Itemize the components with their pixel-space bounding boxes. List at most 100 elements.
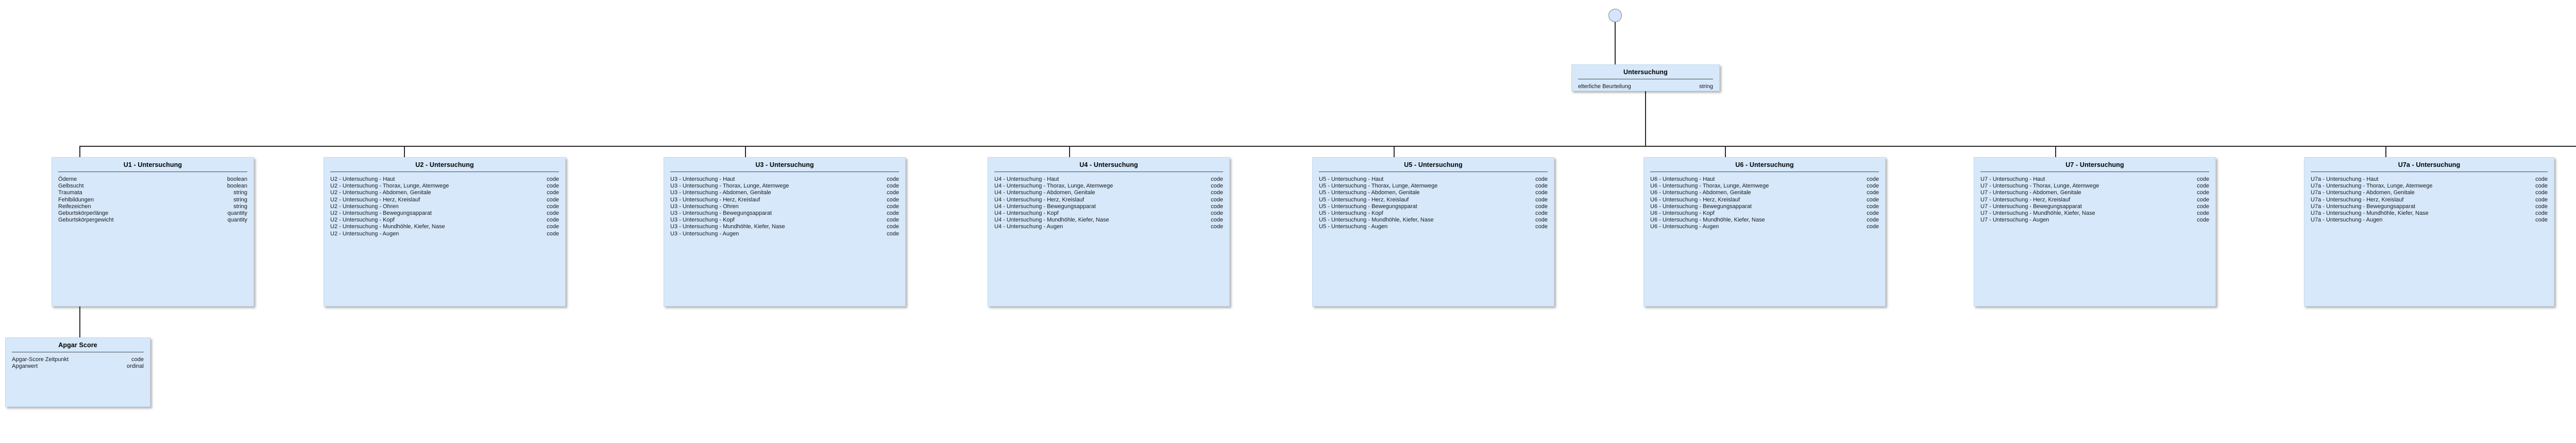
attribute-row: U7a - Untersuchung - Thorax, Lunge, Atem… [2311,183,2548,190]
attribute-type: code [887,203,899,210]
attribute-name: U3 - Untersuchung - Thorax, Lunge, Atemw… [670,183,789,190]
attribute-name: U7a - Untersuchung - Abdomen, Genitale [2311,190,2415,196]
attribute-name: U7 - Untersuchung - Abdomen, Genitale [1980,190,2081,196]
attribute-type: code [1867,183,1879,190]
attribute-type: code [1211,196,1223,203]
attribute-name: U7 - Untersuchung - Mundhöhle, Kiefer, N… [1980,210,2095,217]
attribute-type: code [1211,183,1223,190]
attribute-name: U6 - Untersuchung - Herz, Kreislauf [1650,196,1740,203]
attribute-name: U4 - Untersuchung - Kopf [994,210,1059,217]
attribute-type: string [233,196,247,203]
class-title: U6 - Untersuchung [1735,161,1794,168]
attribute-type: code [887,210,899,217]
attribute-row: U5 - Untersuchung - Herz, Kreislauf code [1319,197,1548,203]
attribute-name: Geburtskörpergewicht [58,217,114,224]
attribute-row: U4 - Untersuchung - Mundhöhle, Kiefer, N… [994,217,1223,224]
attribute-name: U7a - Untersuchung - Herz, Kreislauf [2311,196,2404,203]
attribute-name: U3 - Untersuchung - Haut [670,176,735,182]
attribute-type: code [547,176,559,182]
attribute-type: code [1535,196,1548,203]
attribute-type: code [1867,217,1879,224]
class-title: U7a - Untersuchung [2398,161,2461,168]
attribute-type: code [2197,196,2209,203]
attribute-name: U5 - Untersuchung - Augen [1319,224,1388,230]
attribute-row: U7a - Untersuchung - Bewegungsapparat cod… [2311,203,2548,210]
attribute-type: code [2535,176,2548,182]
attribute-name: Apgarwert [12,363,38,370]
attribute-type: code [887,224,899,230]
attribute-type: code [1867,196,1879,203]
attribute-type: code [1535,176,1548,182]
attribute-row: U2 - Untersuchung - Kopf code [330,217,559,224]
attribute-name: U2 - Untersuchung - Mundhöhle, Kiefer, N… [330,224,445,230]
connector-bus-to-child-1 [79,146,80,157]
attribute-type: code [1211,203,1223,210]
attribute-type: code [887,183,899,190]
attribute-name: U3 - Untersuchung - Ohren [670,203,739,210]
connector-bus-to-child-8 [2385,146,2386,157]
attribute-type: code [1211,176,1223,182]
attribute-type: code [1535,217,1548,224]
attribute-name: U2 - Untersuchung - Kopf [330,217,395,224]
attribute-type: boolean [227,176,247,182]
attribute-type: string [1699,83,1713,90]
attribute-name: U5 - Untersuchung - Herz, Kreislauf [1319,196,1409,203]
attribute-type: code [547,217,559,224]
attribute-name: Fehlbildungen [58,196,94,203]
connector-root-to-bus [1645,91,1646,146]
connector-bus-to-child-2 [404,146,405,157]
attribute-name: U2 - Untersuchung - Thorax, Lunge, Atemw… [330,183,449,190]
attribute-name: U6 - Untersuchung - Thorax, Lunge, Atemw… [1650,183,1769,190]
attribute-name: U5 - Untersuchung - Mundhöhle, Kiefer, N… [1319,217,1434,224]
attribute-name: U2 - Untersuchung - Ohren [330,203,399,210]
attribute-type: code [887,190,899,196]
attribute-type: code [2197,210,2209,217]
class-title: U1 - Untersuchung [123,161,182,168]
attribute-type: code [2535,190,2548,196]
attribute-row: U2 - Untersuchung - Mundhöhle, Kiefer, N… [330,224,559,230]
attribute-name: U7 - Untersuchung - Haut [1980,176,2045,182]
attribute-type: code [2535,203,2548,210]
attribute-row: U6 - Untersuchung - Herz, Kreislauf code [1650,197,1879,203]
attribute-name: U7a - Untersuchung - Augen [2311,217,2383,224]
attribute-type: code [1535,224,1548,230]
attribute-row: U6 - Untersuchung - Mundhöhle, Kiefer, N… [1650,217,1879,224]
attribute-name: Gelbsucht [58,183,84,190]
connector-bus-horizontal [80,146,2576,147]
attribute-name: U7a - Untersuchung - Bewegungsapparat [2311,203,2416,210]
